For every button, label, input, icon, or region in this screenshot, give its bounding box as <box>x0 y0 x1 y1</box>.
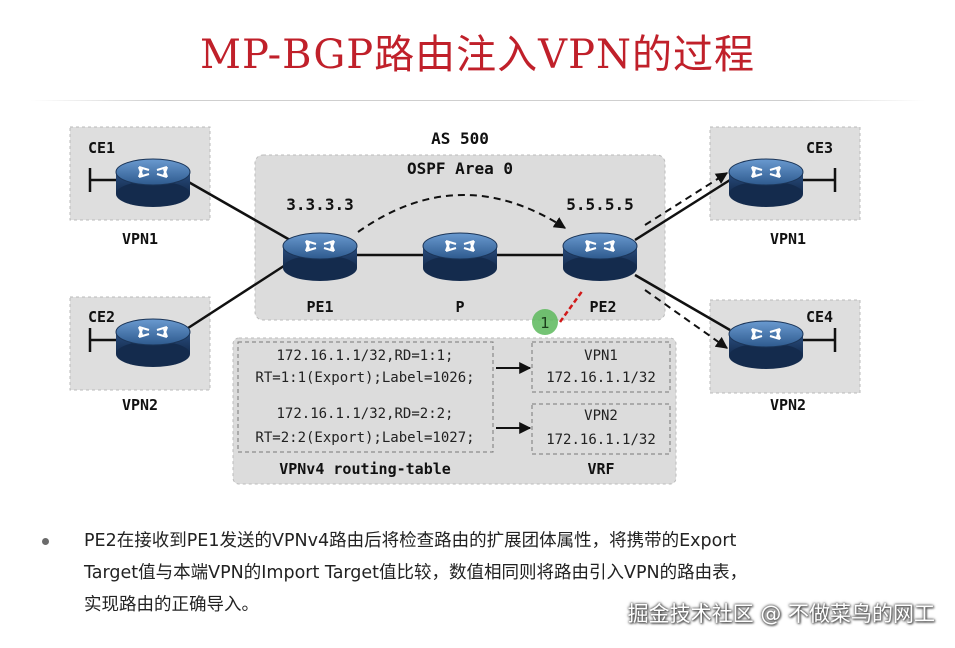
ce2-host-stub <box>88 328 120 352</box>
ce2-label: CE2 <box>88 308 115 326</box>
router-pe2-icon <box>562 232 638 281</box>
area-label: OSPF Area 0 <box>407 159 513 178</box>
step-marker-number: 1 <box>540 314 550 332</box>
mpbgp-update-arrow <box>357 194 567 233</box>
vpnv4-table-box <box>237 341 494 453</box>
vpn2-left-label: VPN2 <box>122 396 158 414</box>
vrf-vpn2-box <box>531 403 671 455</box>
router-ce1-icon <box>115 158 191 207</box>
route2-line1: 172.16.1.1/32,RD=2:2; <box>276 406 453 422</box>
vrf1-route: 172.16.1.1/32 <box>546 370 656 386</box>
ce1-host-stub <box>88 168 120 192</box>
router-ce4-icon <box>728 320 804 369</box>
vrf-vpn1-box <box>531 341 671 393</box>
vrf-caption: VRF <box>587 460 614 478</box>
bullet-dot-icon <box>42 538 49 545</box>
router-ce3-icon <box>728 158 804 207</box>
ce4-label: CE4 <box>806 308 833 326</box>
pe2-label: PE2 <box>589 298 616 316</box>
router-p-icon <box>422 232 498 281</box>
vrf2-name: VPN2 <box>584 408 618 424</box>
page-title: MP-BGP路由注入VPN的过程 <box>199 32 755 78</box>
link-ce1-pe1 <box>184 178 291 242</box>
ce1-label: CE1 <box>88 139 115 157</box>
routing-table-caption: VPNv4 routing-table <box>279 460 451 478</box>
step-marker-badge <box>532 309 558 335</box>
vrf2-route: 172.16.1.1/32 <box>546 432 656 448</box>
vpn1-left-label: VPN1 <box>122 230 158 248</box>
explanation-line-2: Target值与本端VPN的Import Target值比较，数值相同则将路由引… <box>84 563 748 583</box>
network-diagram: AS 500 OSPF Area 0 CE1 CE2 CE3 CE4 VPN1 … <box>69 126 861 485</box>
route2-line2: RT=2:2(Export);Label=1027; <box>255 430 474 446</box>
link-ce2-pe1 <box>184 260 291 332</box>
title-divider <box>30 100 925 101</box>
explanation-bullet: PE2在接收到PE1发送的VPNv4路由后将检查路由的扩展团体属性，将携带的Ex… <box>38 525 918 621</box>
arrow-pe2-ce4 <box>644 289 728 349</box>
explanation-line-1: PE2在接收到PE1发送的VPNv4路由后将检查路由的扩展团体属性，将携带的Ex… <box>84 531 737 551</box>
pe1-label: PE1 <box>306 298 333 316</box>
vpn1-right-label: VPN1 <box>770 230 806 248</box>
tables-panel <box>232 337 677 485</box>
pe2-address: 5.5.5.5 <box>566 195 633 214</box>
marker-pointer-line <box>558 289 585 323</box>
ce3-label: CE3 <box>806 139 833 157</box>
as-label: AS 500 <box>431 129 489 148</box>
route1-line1: 172.16.1.1/32,RD=1:1; <box>276 348 453 364</box>
router-pe1-icon <box>282 232 358 281</box>
explanation-line-3: 实现路由的正确导入。 <box>84 595 259 615</box>
explanation-text: PE2在接收到PE1发送的VPNv4路由后将检查路由的扩展团体属性，将携带的Ex… <box>84 525 918 621</box>
vrf1-name: VPN1 <box>584 348 618 364</box>
vpn2-right-label: VPN2 <box>770 396 806 414</box>
link-pe2-ce3 <box>634 178 731 242</box>
pe1-address: 3.3.3.3 <box>286 195 353 214</box>
watermark: 掘金技术社区 @ 不做菜鸟的网工 <box>627 602 935 626</box>
router-ce2-icon <box>115 318 191 367</box>
arrow-pe2-ce3 <box>644 172 729 226</box>
route1-line2: RT=1:1(Export);Label=1026; <box>255 370 474 386</box>
p-label: P <box>455 298 464 316</box>
ce4-host-stub <box>800 328 837 352</box>
ce3-host-stub <box>800 168 837 192</box>
link-pe2-ce4 <box>634 273 731 332</box>
